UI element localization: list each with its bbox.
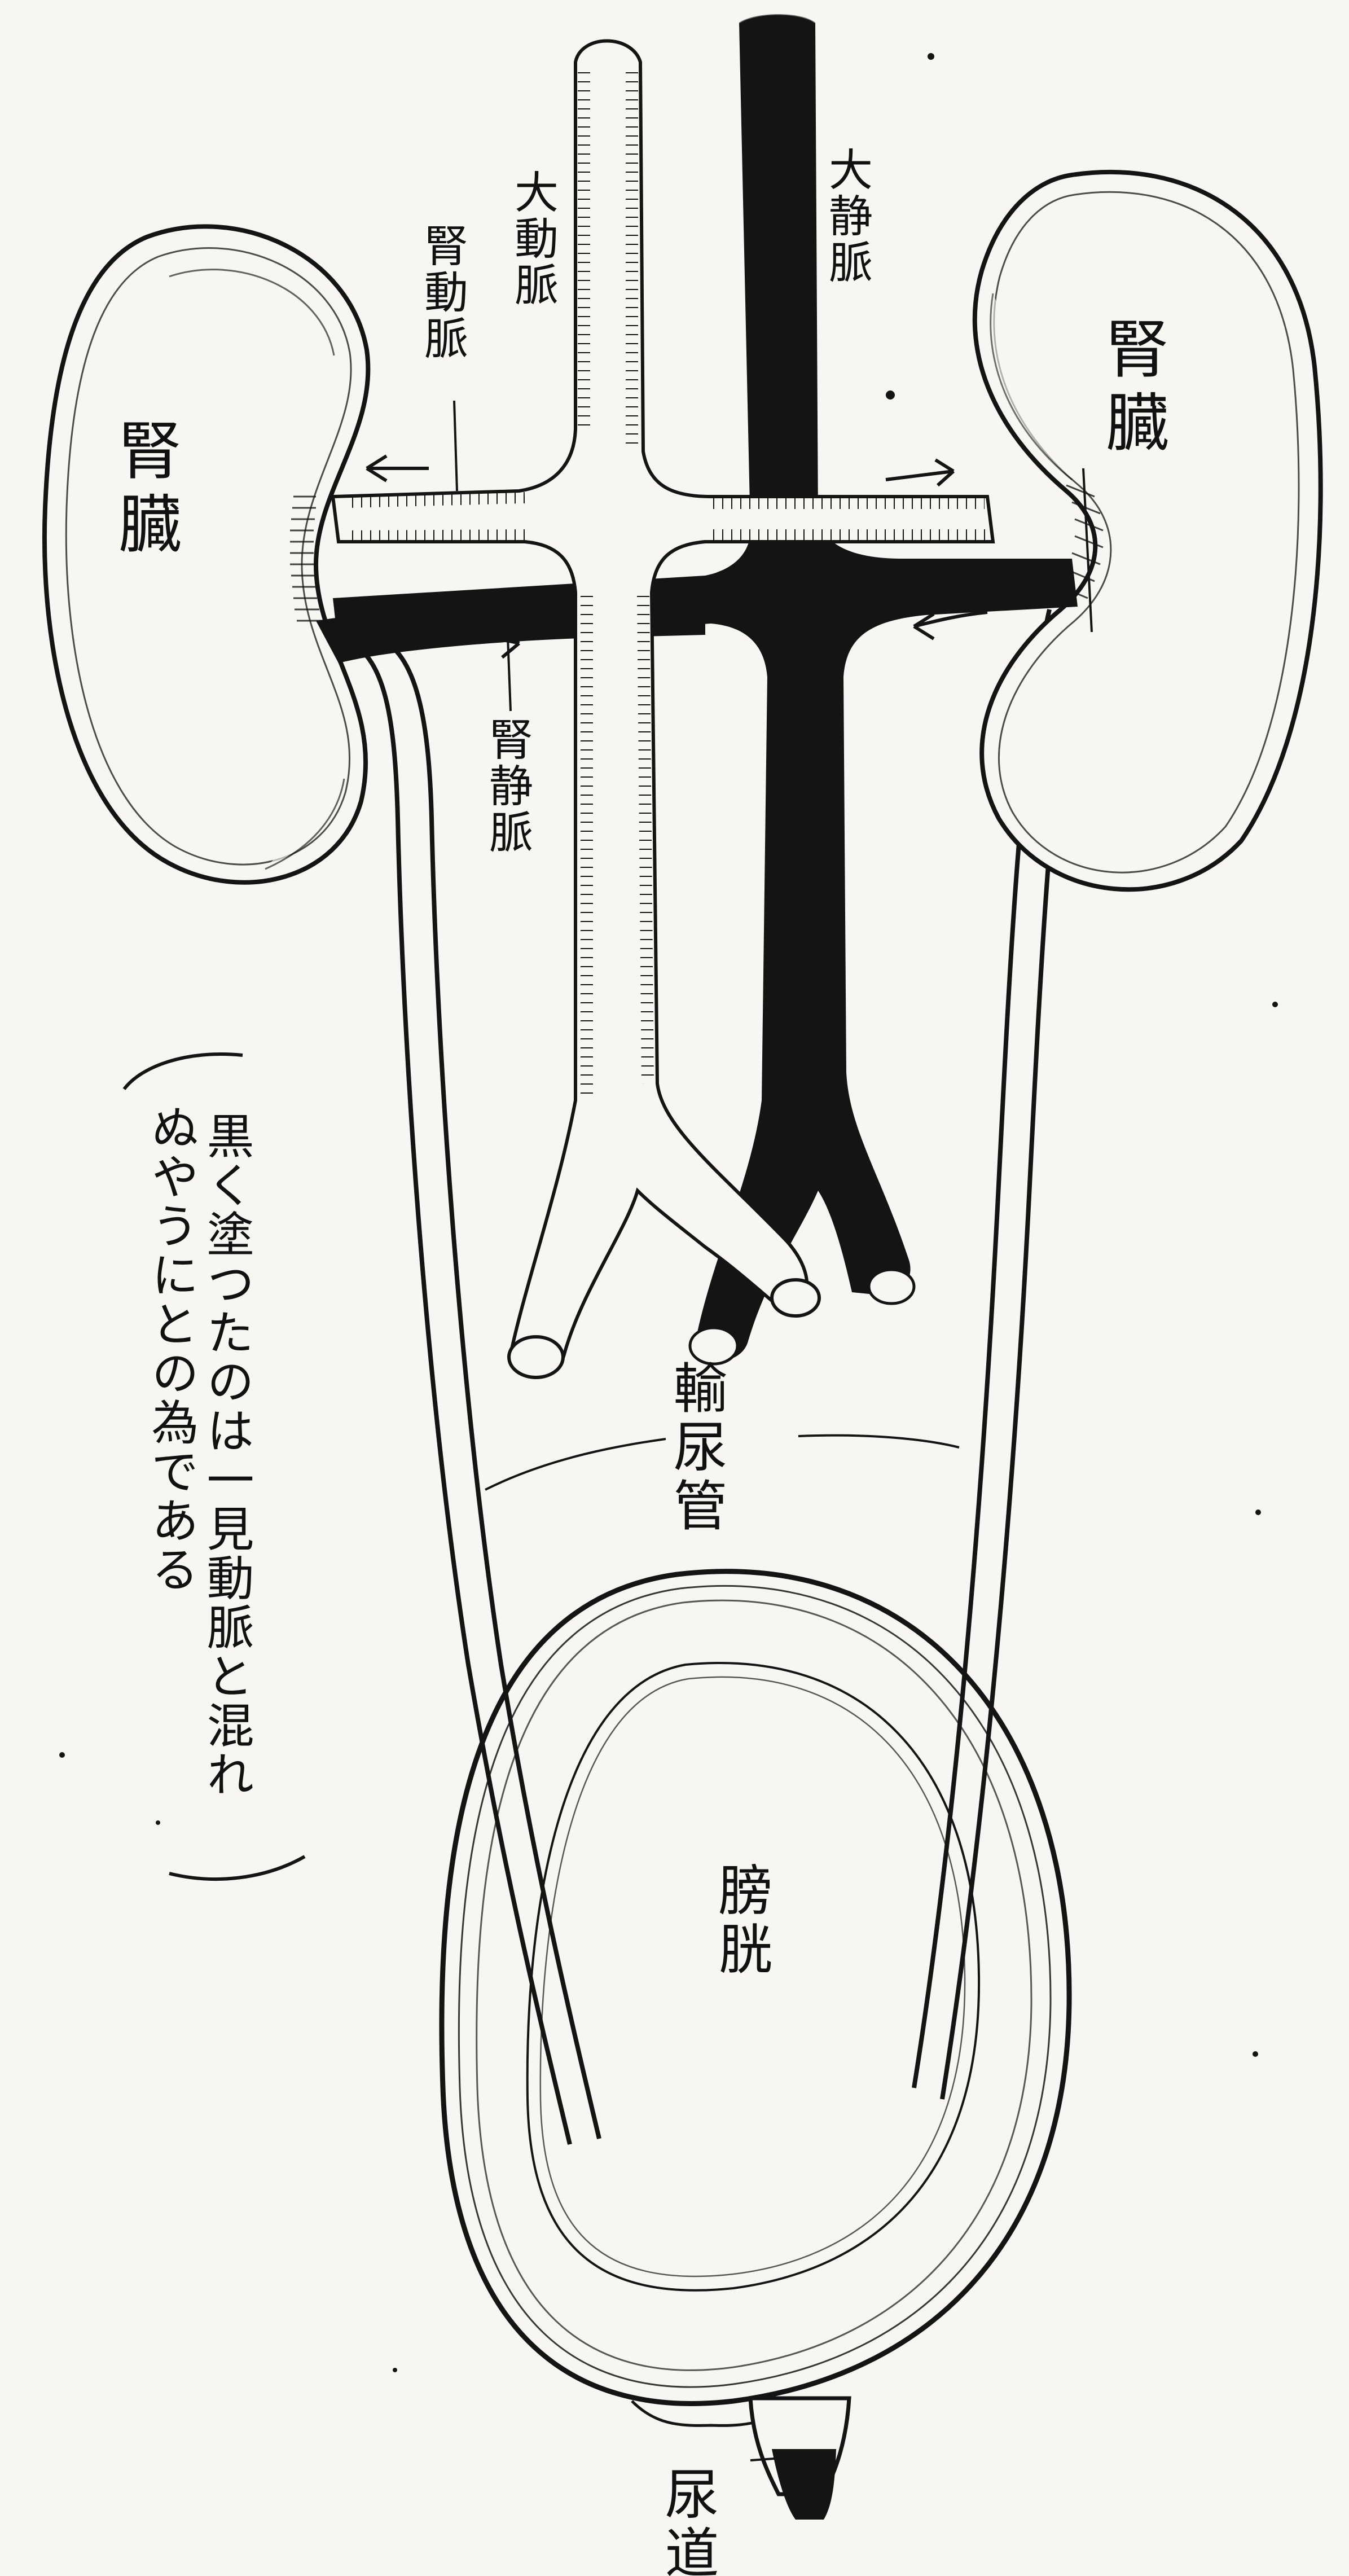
- label-bladder: 膀胱: [714, 1862, 768, 1980]
- label-urethra: 尿道: [660, 2466, 714, 2576]
- ureter-left: [339, 635, 599, 2144]
- label-inferior-vena-cava: 大静脈: [825, 147, 869, 286]
- label-ureter: 輸尿管: [669, 1360, 723, 1536]
- label-renal-vein: 腎静脈: [485, 717, 529, 855]
- label-renal-artery: 腎動脈: [420, 223, 464, 362]
- kidney-left: [45, 226, 368, 882]
- label-kidney-right: 腎臓: [1100, 316, 1163, 463]
- label-aorta: 大動脈: [511, 169, 555, 308]
- label-kidney-left: 腎臓: [113, 418, 176, 564]
- note-line-2: ぬやうにとの為である: [148, 1103, 195, 1594]
- kidney-right: [975, 172, 1321, 889]
- note-line-1: 黒く塗つたのは一見動脈と混れ: [203, 1112, 251, 1799]
